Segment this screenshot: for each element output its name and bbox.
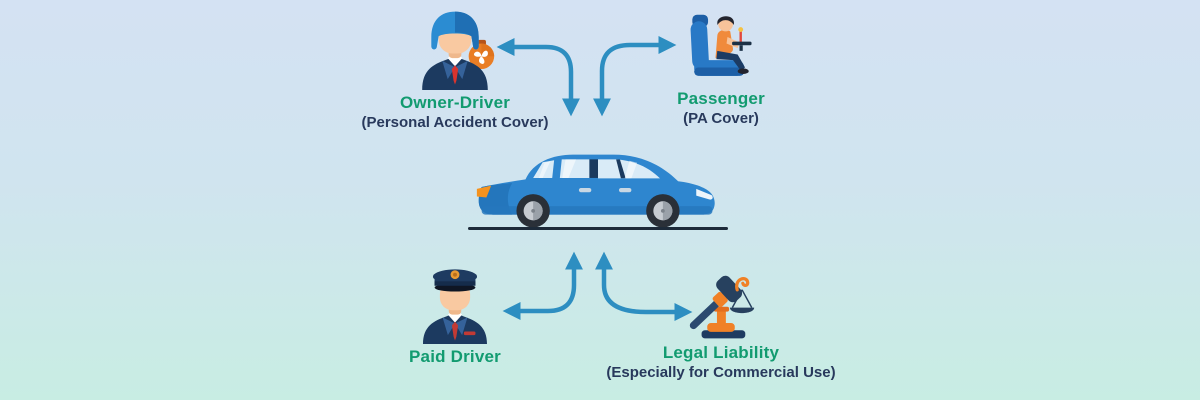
front-wheel (646, 194, 680, 228)
node-owner-driver: Owner-Driver (Personal Accident Cover) (315, 8, 595, 133)
passenger-subtitle: (PA Cover) (683, 110, 759, 127)
passenger-seat-icon (682, 12, 760, 86)
legal-liability-title: Legal Liability (662, 343, 780, 362)
head-light (696, 188, 713, 200)
car-illustration (474, 145, 722, 229)
owner-driver-subtitle: (Personal Accident Cover) (361, 114, 549, 131)
node-paid-driver: Paid Driver (315, 264, 595, 367)
paid-driver-icon (412, 264, 498, 344)
gavel-scales-icon (681, 272, 761, 340)
passenger-title: Passenger (677, 89, 765, 108)
rear-wheel (516, 194, 550, 228)
owner-driver-title: Owner-Driver (399, 93, 511, 112)
owner-driver-icon (411, 8, 499, 90)
legal-liability-subtitle: (Especially for Commercial Use) (606, 364, 836, 381)
sedan-car-icon (476, 154, 715, 228)
node-legal-liability: Legal Liability (Especially for Commerci… (581, 272, 861, 383)
node-passenger: Passenger (PA Cover) (581, 12, 861, 129)
ground-line (468, 227, 728, 230)
tail-light (476, 185, 492, 198)
paid-driver-title: Paid Driver (409, 347, 501, 366)
